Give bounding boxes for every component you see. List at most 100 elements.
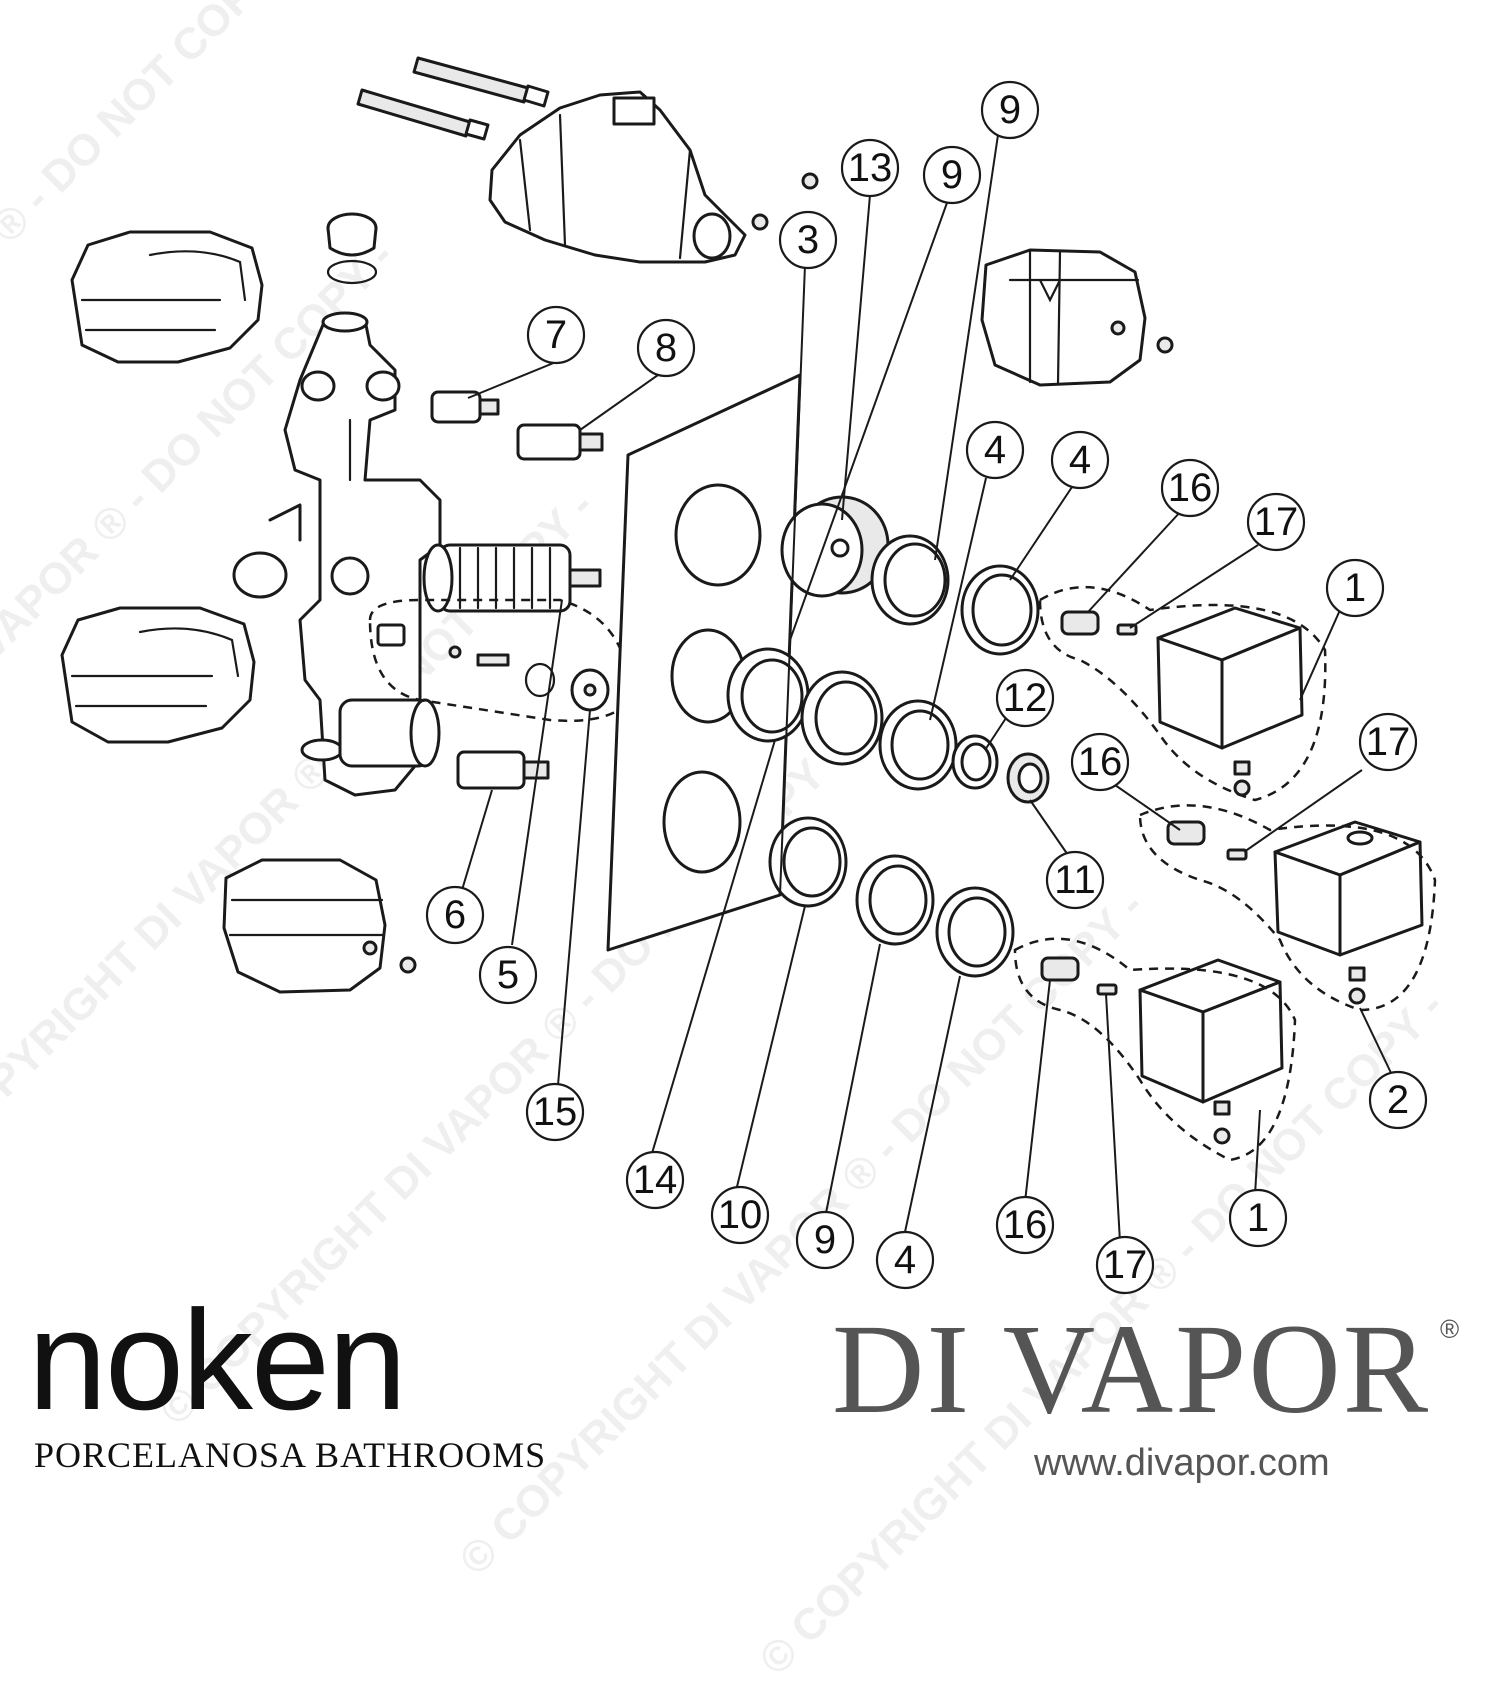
faceplate [606, 373, 802, 952]
svg-text:9: 9 [814, 1218, 836, 1262]
callout-2: 2 [1368, 1070, 1428, 1130]
svg-text:16: 16 [1078, 740, 1123, 784]
valve-cover-housing [488, 90, 747, 264]
assembly-group-outline [368, 598, 632, 723]
long-screw [356, 88, 490, 141]
flow-knob [222, 858, 387, 994]
callout-13: 13 [840, 138, 900, 198]
callout-1: 1 [1325, 558, 1385, 618]
callout-4: 4 [1050, 430, 1110, 490]
svg-text:13: 13 [848, 146, 893, 190]
valve-body [232, 311, 442, 797]
svg-text:12: 12 [1003, 676, 1048, 720]
stop-cartridge-8 [516, 423, 604, 461]
callout-11: 11 [1045, 850, 1105, 910]
svg-text:3: 3 [797, 218, 819, 262]
ring-4-lower [935, 886, 1015, 978]
blanking-plug [326, 212, 378, 257]
ring-9-lower [855, 854, 935, 946]
svg-text:9: 9 [941, 153, 963, 197]
ring-9-middle [800, 670, 884, 766]
ring-9-upper [870, 534, 950, 626]
callout-12: 12 [995, 668, 1055, 728]
svg-text:9: 9 [999, 88, 1021, 132]
callout-17: 17 [1095, 1235, 1155, 1295]
callout-17: 17 [1358, 712, 1418, 772]
callout-1: 1 [1228, 1188, 1288, 1248]
svg-text:4: 4 [1069, 438, 1091, 482]
svg-text:17: 17 [1366, 720, 1411, 764]
ring-10 [768, 816, 848, 908]
callout-9: 9 [922, 145, 982, 205]
callout-16: 16 [1070, 732, 1130, 792]
grub-screw-17 [1096, 623, 1248, 996]
stop-cartridge-7 [430, 390, 500, 424]
leader-lines [461, 134, 1393, 1243]
svg-text:5: 5 [497, 953, 519, 997]
lever-handle-upper [70, 230, 264, 364]
small-screw [751, 213, 769, 231]
noken-tagline: PORCELANOSA BATHROOMS [34, 1435, 547, 1475]
knob-screw [399, 956, 417, 974]
svg-text:11: 11 [1054, 858, 1096, 902]
diverter-body [338, 698, 441, 768]
divapor-registered-mark: ® [1440, 1314, 1460, 1344]
o-ring [326, 259, 378, 285]
svg-text:4: 4 [894, 1238, 916, 1282]
callout-17: 17 [1246, 492, 1306, 552]
spindle-adaptor-16 [1040, 610, 1206, 982]
svg-text:6: 6 [444, 893, 466, 937]
svg-text:4: 4 [984, 428, 1006, 472]
thermostatic-cartridge [422, 543, 602, 613]
ring-12 [951, 734, 999, 790]
small-fittings [376, 623, 610, 712]
cube-handle-upper [1156, 606, 1304, 750]
noken-logo: noken [28, 1281, 407, 1440]
grub-screws [1213, 760, 1366, 1145]
callout-14: 14 [625, 1150, 685, 1210]
callout-16: 16 [1160, 458, 1220, 518]
svg-text:17: 17 [1254, 500, 1299, 544]
cube-handle-middle [1273, 820, 1424, 957]
stop-cartridge-6 [456, 750, 550, 790]
divapor-url: www.divapor.com [1034, 1442, 1330, 1484]
svg-text:16: 16 [1168, 466, 1213, 510]
callout-10: 10 [710, 1185, 770, 1245]
callout-3: 3 [778, 210, 838, 270]
callout-8: 8 [636, 318, 696, 378]
svg-text:16: 16 [1003, 1203, 1048, 1247]
callout-5: 5 [478, 945, 538, 1005]
ring-14 [726, 647, 810, 743]
handle-assembly-outline [1038, 585, 1327, 802]
callout-4: 4 [875, 1230, 935, 1290]
callout-16: 16 [995, 1195, 1055, 1255]
cube-handle-lower [1138, 958, 1284, 1104]
callout-15: 15 [525, 1082, 585, 1142]
knob-screw [1156, 336, 1174, 354]
svg-text:15: 15 [533, 1090, 578, 1134]
ring-4-upper [960, 564, 1040, 656]
svg-text:8: 8 [655, 326, 677, 370]
divapor-logo: DI VAPOR [832, 1298, 1431, 1440]
svg-text:7: 7 [545, 313, 567, 357]
exploded-parts-diagram: 13 9 9 3 7 8 4 4 16 17 1 12 16 17 11 6 5… [60, 56, 1437, 1295]
callout-4: 4 [965, 420, 1025, 480]
small-screw [801, 172, 819, 190]
svg-text:14: 14 [633, 1158, 678, 1202]
svg-text:10: 10 [718, 1193, 763, 1237]
svg-text:17: 17 [1103, 1243, 1148, 1287]
ring-4-middle [878, 699, 958, 791]
temperature-knob [980, 248, 1147, 387]
long-screw [412, 56, 550, 108]
handle-assembly-outline [1138, 804, 1437, 1012]
svg-text:1: 1 [1247, 1196, 1269, 1240]
lever-handle-lower [60, 606, 256, 744]
callout-7: 7 [526, 305, 586, 365]
callout-6: 6 [425, 885, 485, 945]
callout-9: 9 [795, 1210, 855, 1270]
handle-assembly-outline [1013, 937, 1297, 1162]
ring-11 [1006, 752, 1050, 804]
svg-text:1: 1 [1344, 566, 1366, 610]
svg-text:2: 2 [1387, 1078, 1409, 1122]
callout-9: 9 [980, 80, 1040, 140]
